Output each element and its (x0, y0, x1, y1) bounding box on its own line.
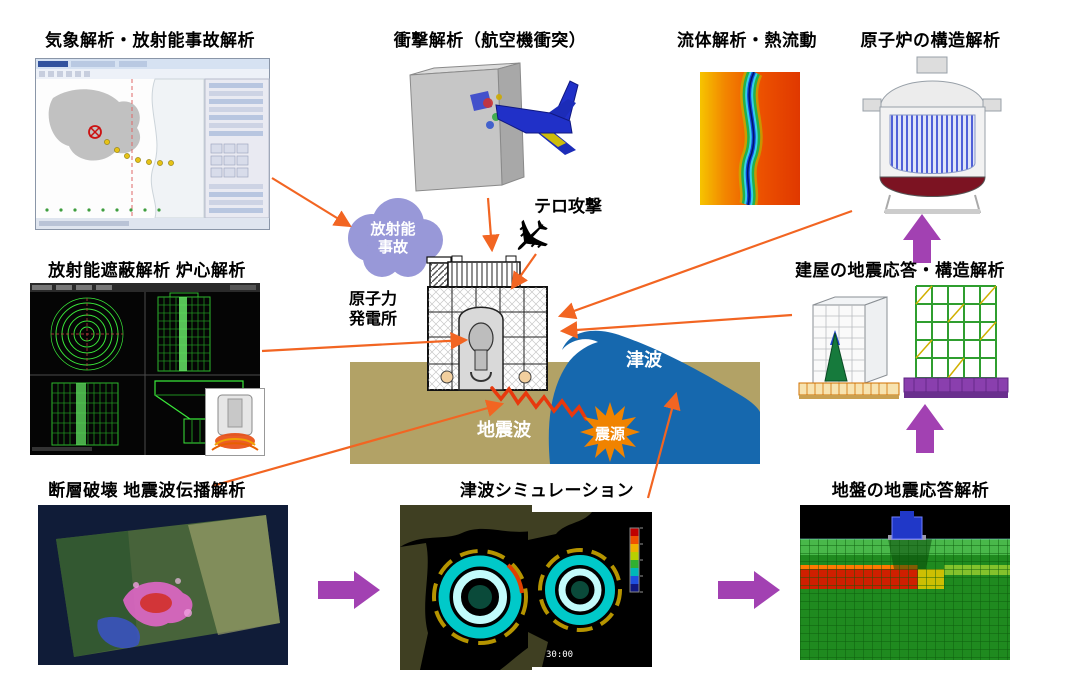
title-fault-analysis: 断層破壊 地震波伝播解析 (48, 481, 246, 500)
tsunami-sim-image-left (400, 505, 532, 675)
core-inset-image (205, 388, 265, 456)
arrow-impact-to-plant (482, 197, 500, 253)
title-tsunami-sim: 津波シミュレーション (459, 481, 635, 500)
epicenter-label: 震源 (594, 426, 625, 443)
epicenter-star (580, 402, 640, 462)
tsunami-label: 津波 (626, 350, 662, 370)
reactor-structure-image (855, 55, 1010, 220)
tsunami-sim-image-right (528, 512, 652, 672)
title-impact-analysis: 衝撃解析（航空機衝突） (393, 31, 587, 50)
building-wireframe-image (795, 285, 905, 405)
title-reactor-analysis: 原子炉の構造解析 (860, 31, 1001, 50)
title-building-analysis: 建屋の地震応答・構造解析 (795, 261, 1005, 280)
sim-timestamp: 30:00 (546, 650, 574, 660)
accident-cloud-label: 放射能 事故 (370, 221, 416, 256)
title-shielding-analysis: 放射能遮蔽解析 炉心解析 (48, 261, 246, 280)
title-ground-analysis: 地盤の地震応答解析 (831, 481, 990, 500)
arrow-tsunami-to-ground (718, 571, 780, 609)
colorbar (629, 527, 643, 593)
purple-block-arrows (318, 214, 944, 609)
title-fluid-analysis: 流体解析・熱流動 (677, 31, 817, 50)
building-frame-image (900, 278, 1012, 408)
weather-analysis-image (35, 58, 270, 235)
fault-analysis-image (38, 505, 288, 670)
accident-cloud-shape (348, 198, 443, 277)
impact-analysis-image (400, 55, 580, 200)
arrow-fault-to-tsunami (318, 571, 380, 609)
arrow-weather-to-cloud (271, 177, 352, 228)
terror-attack-label: テロ攻撃 (534, 197, 602, 216)
arrow-reactor-to-plant (557, 209, 853, 320)
arrow-building-to-plant (559, 313, 793, 339)
arrow-core-to-plant (261, 332, 469, 353)
fluid-analysis-image (700, 68, 800, 210)
orange-arrows (211, 177, 853, 499)
arrow-building-to-reactor (903, 214, 941, 263)
ground-analysis-image (800, 505, 1010, 665)
arrow-fault-to-plant (211, 399, 505, 488)
arrow-sim-to-tsunami (646, 391, 681, 499)
plant-illustration (426, 255, 548, 391)
plant-label: 原子力 発電所 (348, 291, 397, 328)
seismic-wave-zigzag (490, 386, 588, 421)
arrow-ground-to-building (906, 404, 944, 453)
title-weather-analysis: 気象解析・放射能事故解析 (45, 31, 255, 50)
seismic-wave-label: 地震波 (477, 420, 531, 440)
arrow-terror-to-plant (510, 253, 537, 290)
